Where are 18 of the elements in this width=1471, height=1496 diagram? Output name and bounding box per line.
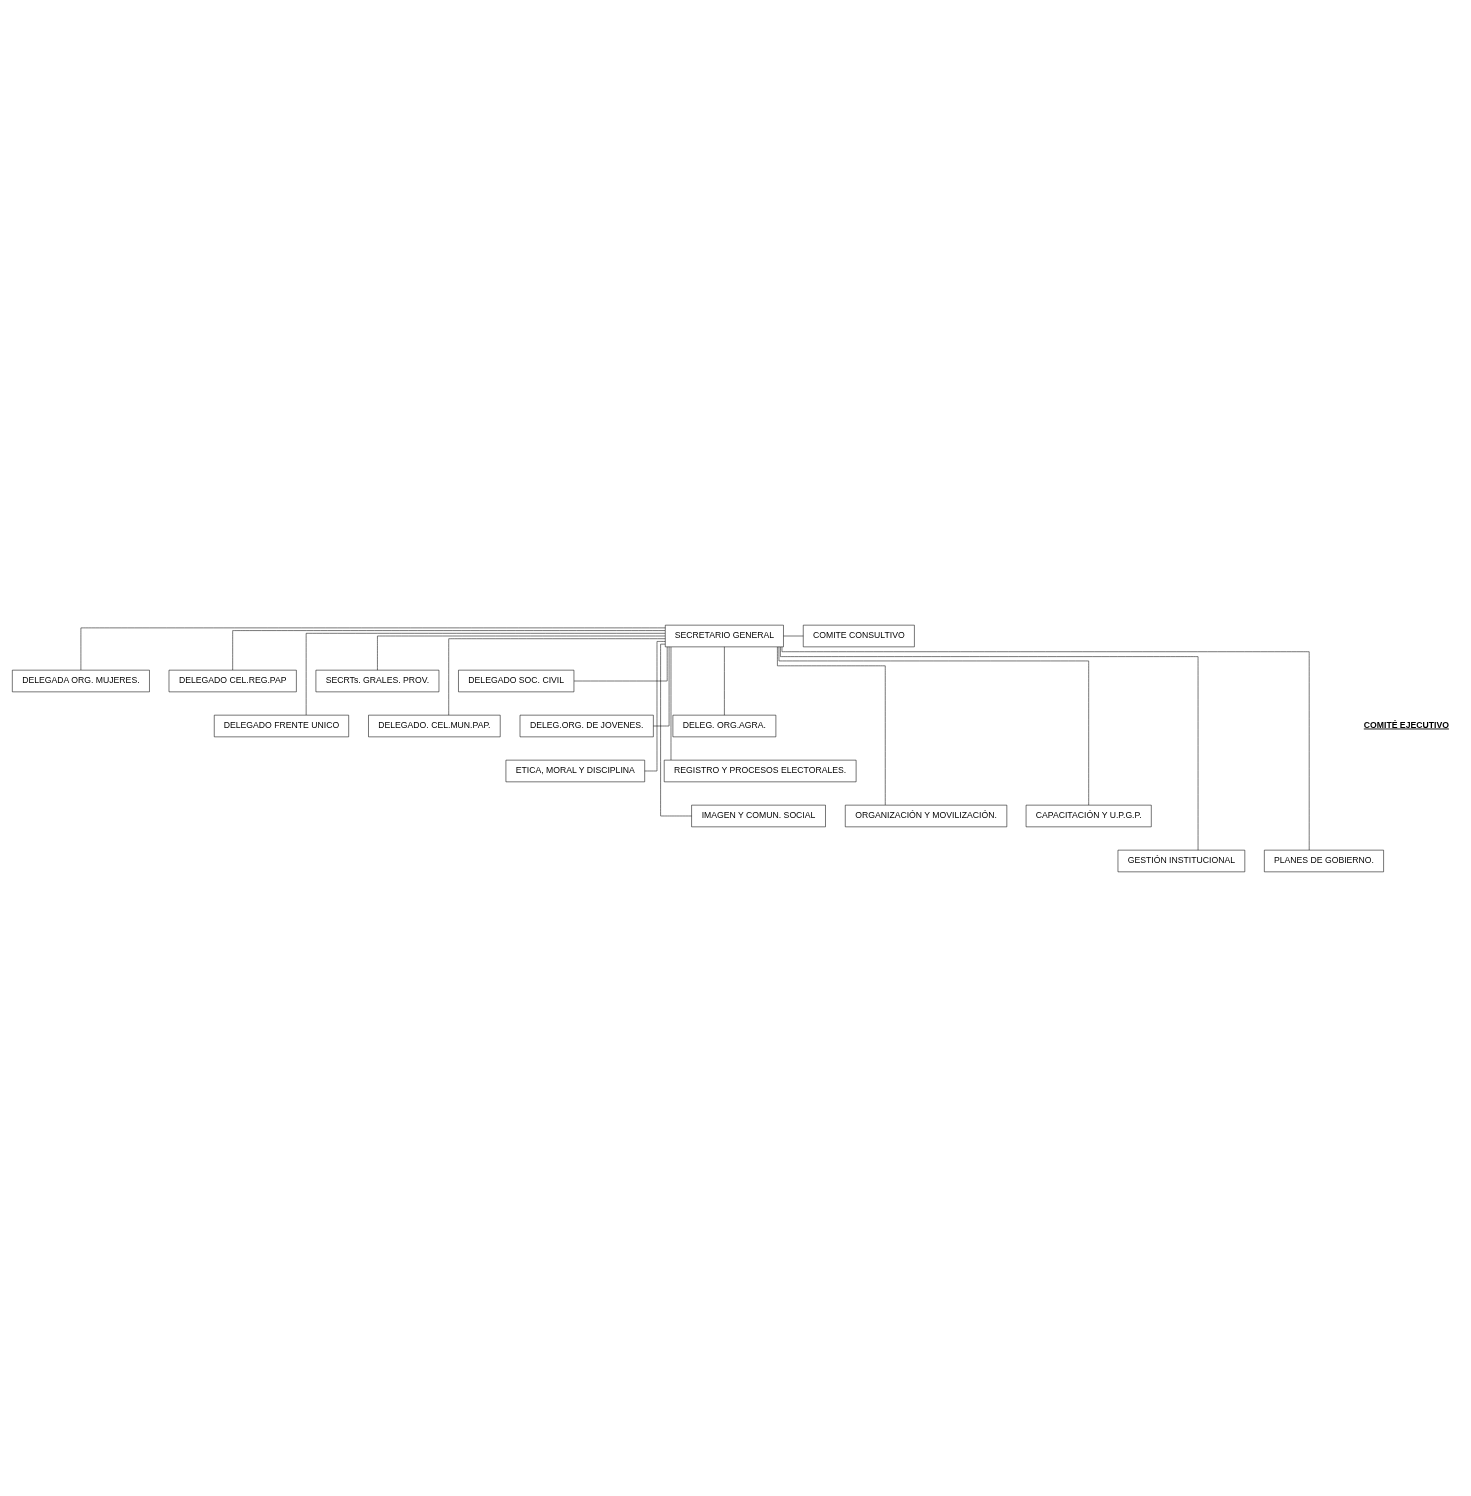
node-box: SECRTs. GRALES. PROV. (315, 669, 440, 692)
node-box: ETICA, MORAL Y DISCIPLINA (505, 759, 645, 782)
node-box: DELEGADA ORG. MUJERES. (12, 669, 150, 692)
node-box: ORGANIZACIÓN Y MOVILIZACIÓN. (845, 804, 1008, 827)
node-box: DELEGADO CEL.REG.PAP (168, 669, 297, 692)
node-box: SECRETARIO GENERAL (665, 624, 784, 647)
node-box: IMAGEN Y COMUN. SOCIAL (691, 804, 826, 827)
label: COMITÉ EJECUTIVO (1363, 719, 1449, 730)
node-box: DELEG. ORG.AGRA. (672, 714, 777, 737)
node-box: CAPACITACIÓN Y U.P.G.P. (1025, 804, 1152, 827)
node-box: GESTIÓN INSTITUCIONAL (1117, 849, 1246, 872)
node-box: DELEGADO SOC. CIVIL (458, 669, 575, 692)
node-box: COMITE CONSULTIVO (803, 624, 915, 647)
node-box: DELEGADO FRENTE UNICO (214, 714, 349, 737)
node-box: DELEG.ORG. DE JOVENES. (519, 714, 654, 737)
node-box: DELEGADO. CEL.MUN.PAP. (368, 714, 501, 737)
node-box: REGISTRO Y PROCESOS ELECTORALES. (663, 759, 857, 782)
node-box: PLANES DE GOBIERNO. (1264, 849, 1384, 872)
